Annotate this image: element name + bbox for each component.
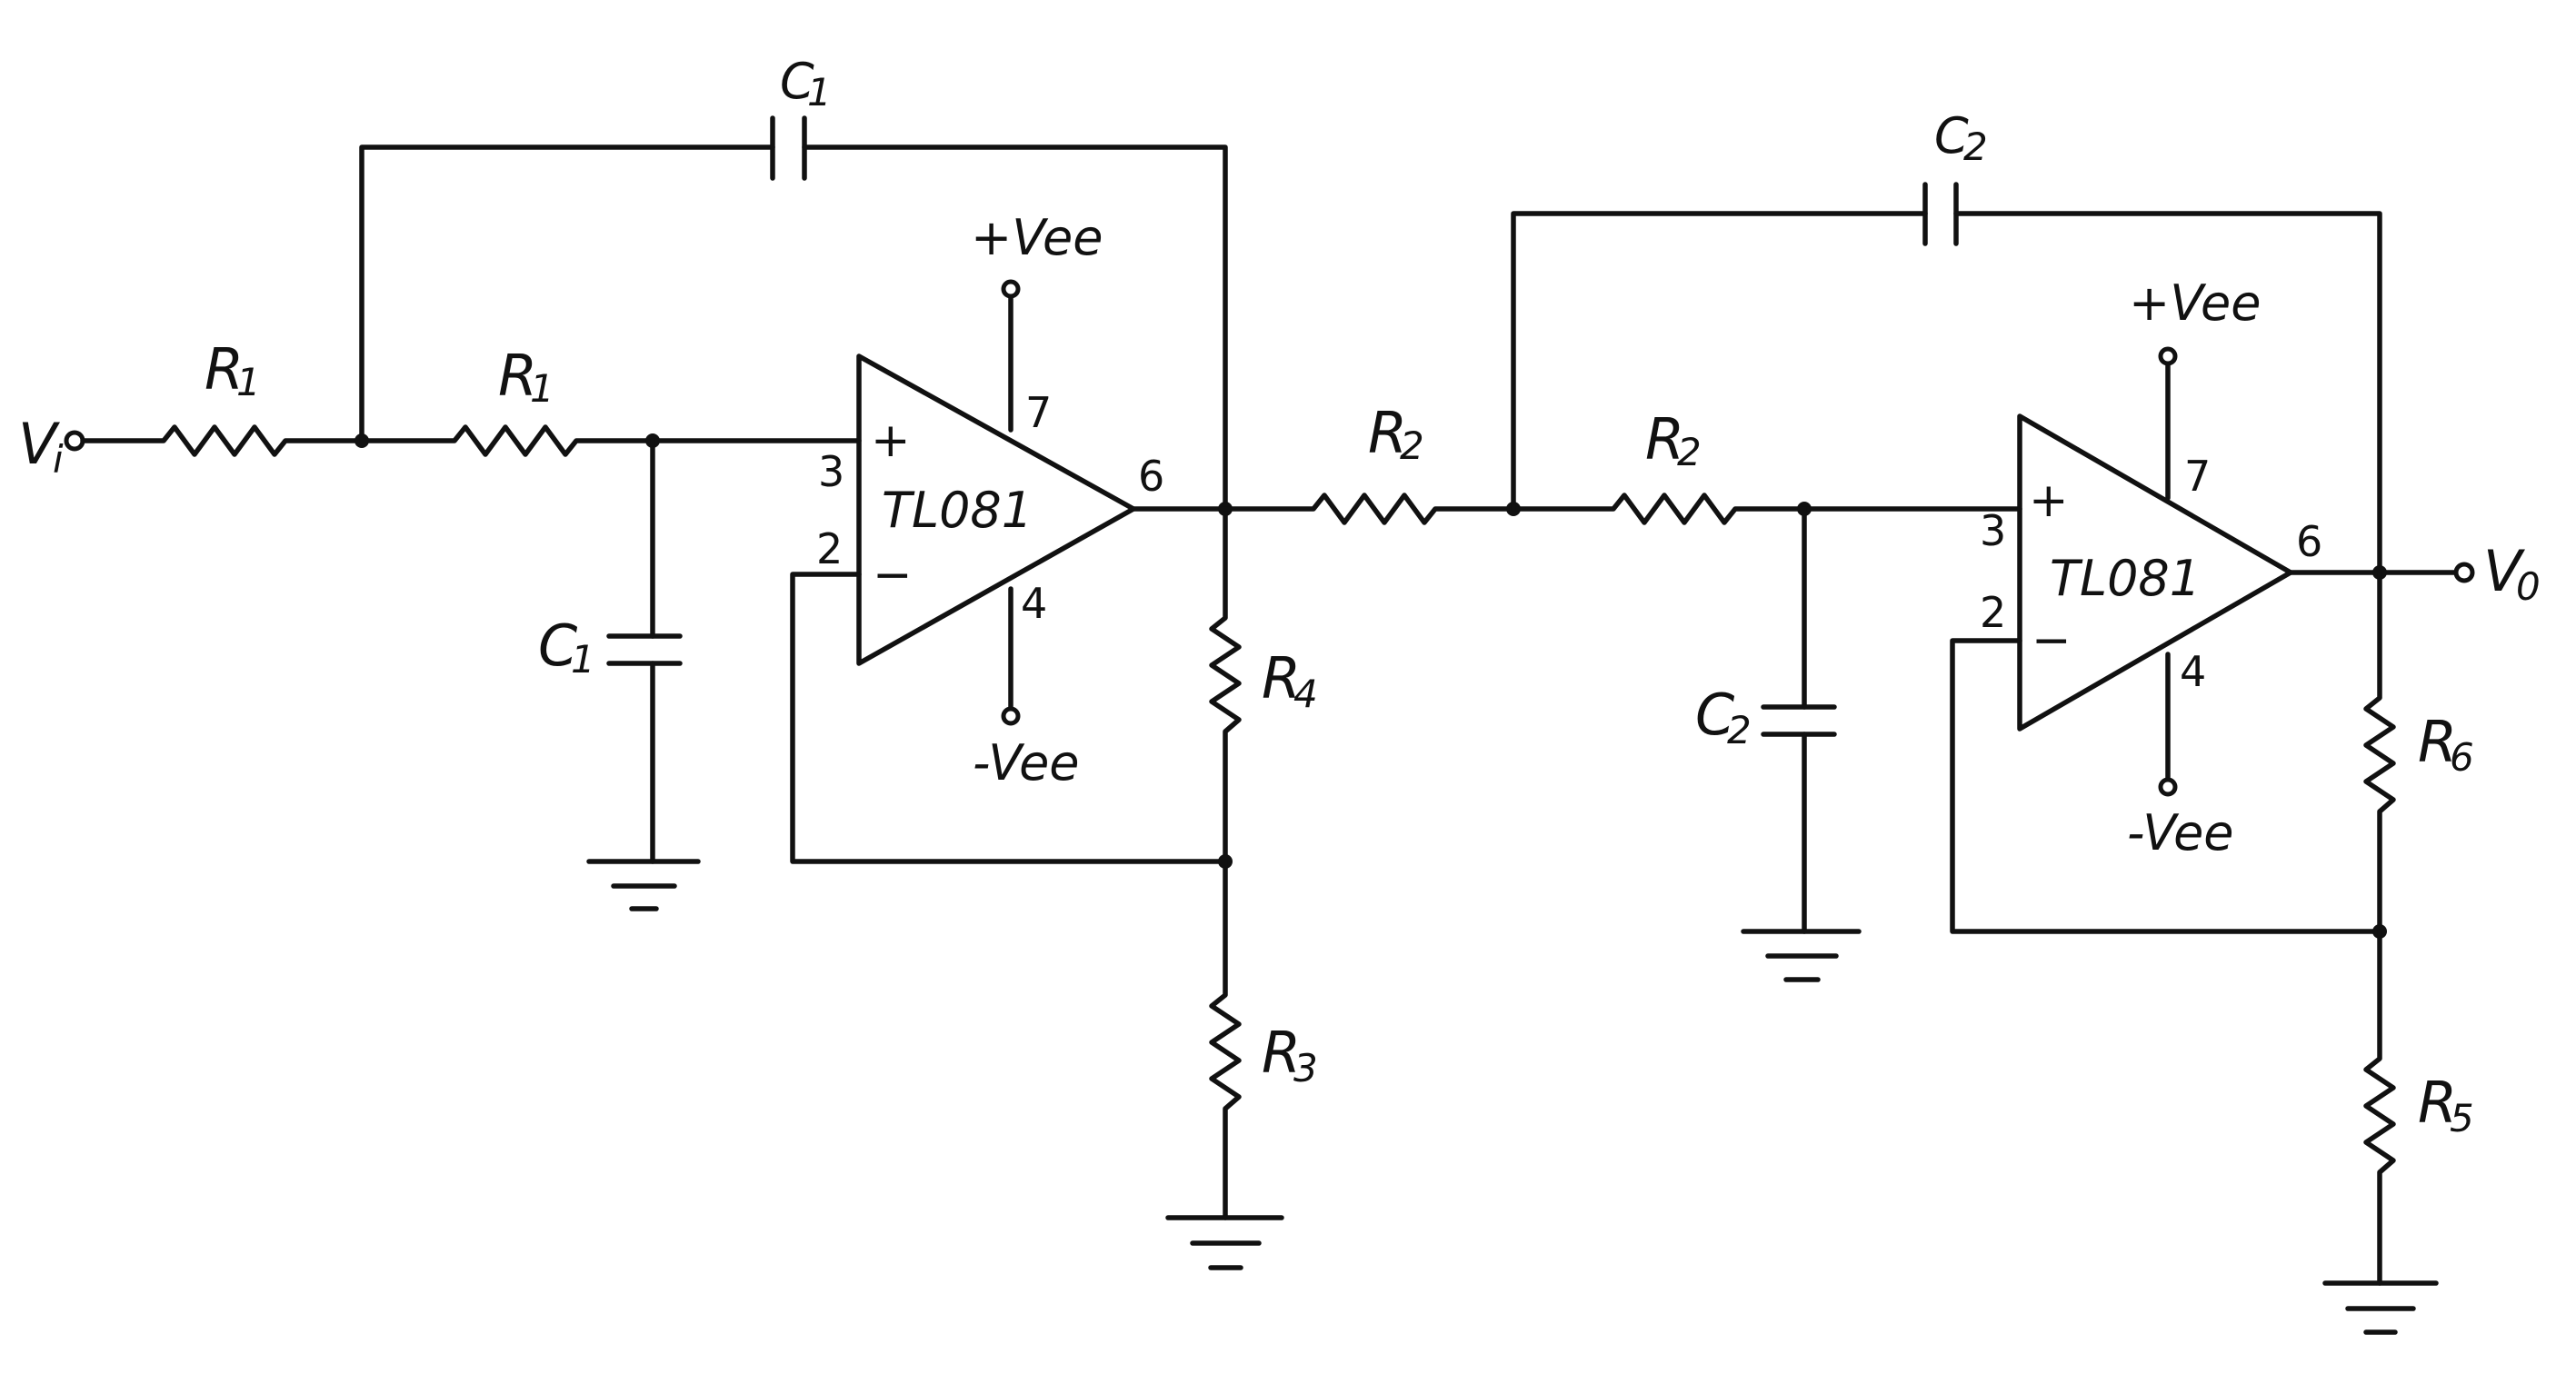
feedback-wire (790, 572, 1228, 864)
ground-symbol (586, 859, 701, 911)
opamp-2-pin2: 2 (1980, 588, 2006, 637)
capacitor-c1-feedback (359, 115, 1228, 512)
c1-shunt-subscript: 1 (571, 637, 595, 682)
resistor-r1-b (359, 424, 655, 457)
resistor-r6 (2363, 570, 2396, 934)
opamp-1-pin4: 4 (1021, 579, 1047, 628)
output-terminal (2453, 562, 2475, 583)
opamp-1-minus: − (873, 548, 913, 602)
feedback-wire (1950, 638, 2382, 934)
opamp-2-plus: + (2029, 473, 2069, 528)
resistor-r2-b (1511, 493, 1807, 525)
capacitor-c2-shunt (1761, 506, 1837, 934)
opamp-2 (2017, 413, 2293, 732)
c2-top-label: C (1934, 107, 1969, 164)
r1-b-label: R (498, 343, 537, 409)
c2-shunt-label: C (1695, 682, 1735, 748)
r2-b-subscript: 2 (1677, 430, 1702, 474)
r5-subscript: 5 (2450, 1096, 2474, 1140)
r4-subscript: 4 (1293, 672, 1318, 716)
c1-top-subscript: 1 (807, 70, 832, 114)
opamp-1-pin3: 3 (818, 447, 844, 496)
opamp-1-pin2: 2 (816, 524, 843, 573)
opamp-1-label: TL081 (882, 482, 1033, 539)
vi-label: V (18, 411, 61, 477)
opamp-1-pin6: 6 (1138, 452, 1164, 501)
vi-subscript: i (53, 437, 64, 482)
capacitor-c2-feedback (1511, 182, 2382, 575)
opamp-2-minus: − (2032, 613, 2072, 668)
resistor-r4 (1209, 506, 1242, 864)
r6-label: R (2418, 709, 2457, 775)
opamp-1-plus: + (871, 413, 911, 468)
ground-symbol (1741, 929, 1862, 982)
supply-terminal (1001, 706, 1021, 726)
opamp-2-pin7: 7 (2184, 452, 2211, 501)
vo-label: V (2483, 538, 2526, 604)
r5-label: R (2418, 1070, 2457, 1136)
opamp-2-pin3: 3 (1980, 506, 2006, 555)
supply-terminal (2158, 346, 2178, 366)
ground-symbol (2322, 1280, 2439, 1335)
opamp-2-label: TL081 (2050, 550, 2201, 607)
r1-b-subscript: 1 (530, 366, 554, 411)
resistor-r5 (2363, 929, 2396, 1286)
r4-label: R (1262, 645, 1301, 712)
supply-terminal (2158, 777, 2178, 797)
vcc-plus-label-1: +Vee (971, 209, 1103, 266)
r1-a-label: R (205, 336, 244, 403)
resistor-r3 (1209, 859, 1242, 1220)
r2-b-label: R (1645, 406, 1684, 473)
resistor-r2-a (1223, 493, 1516, 525)
vcc-plus-label-2: +Vee (2129, 274, 2261, 332)
vcc-minus-label-1: -Vee (973, 734, 1080, 792)
r2-a-label: R (1368, 400, 1407, 466)
c1-shunt-label: C (538, 612, 578, 679)
c2-top-subscript: 2 (1963, 124, 1988, 169)
c2-shunt-subscript: 2 (1727, 708, 1752, 752)
opamp-2-pin6: 6 (2296, 517, 2322, 566)
ground-symbol (1165, 1215, 1284, 1270)
opamp-1 (856, 353, 1136, 666)
capacitor-c1-shunt (606, 438, 683, 864)
opamp-1-pin7: 7 (1025, 388, 1052, 437)
r6-subscript: 6 (2450, 735, 2474, 780)
r3-label: R (1262, 1020, 1301, 1086)
opamp-2-pin4: 4 (2180, 647, 2206, 696)
c1-top-label: C (780, 53, 814, 110)
r3-subscript: 3 (1293, 1046, 1318, 1090)
vo-subscript: 0 (2516, 564, 2541, 609)
vcc-minus-label-2: -Vee (2127, 804, 2234, 861)
r2-a-subscript: 2 (1400, 423, 1424, 468)
r1-a-subscript: 1 (236, 360, 261, 404)
supply-terminal (1001, 279, 1021, 299)
resistor-r1-a (80, 424, 364, 457)
